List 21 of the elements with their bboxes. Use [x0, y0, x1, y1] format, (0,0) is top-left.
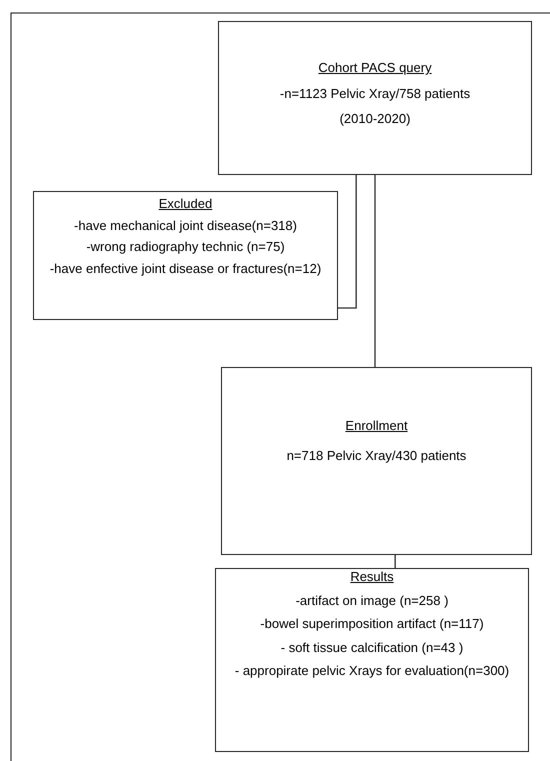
box-text: -have mechanical joint disease(n=318)	[74, 218, 297, 234]
box-text: - soft tissue calcification (n=43 )	[280, 640, 464, 656]
box-text: n=718 Pelvic Xray/430 patients	[286, 448, 466, 464]
box-text: (2010-2020)	[340, 111, 410, 127]
process-box	[221, 367, 532, 555]
process-box	[215, 568, 529, 752]
box-heading: Results	[350, 569, 394, 585]
box-text: -bowel superimposition artifact (n=117)	[260, 616, 484, 632]
box-text: -wrong radiography technic (n=75)	[86, 239, 285, 255]
box-heading: Enrollment	[345, 418, 408, 434]
box-text: -n=1123 Pelvic Xray/758 patients	[280, 86, 470, 102]
box-text: -have enfective joint disease or fractures(n=12)	[50, 260, 322, 276]
box-text: -artifact on image (n=258 )	[296, 592, 448, 608]
process-box	[218, 21, 532, 175]
box-heading: Excluded	[158, 196, 212, 212]
box-text: - appropirate pelvic Xrays for evaluation(n=300)	[234, 663, 510, 679]
connector-line	[374, 175, 376, 367]
connector-line	[394, 555, 396, 568]
process-box	[33, 191, 338, 320]
box-heading: Cohort PACS query	[318, 60, 432, 76]
connector-line	[338, 175, 357, 309]
